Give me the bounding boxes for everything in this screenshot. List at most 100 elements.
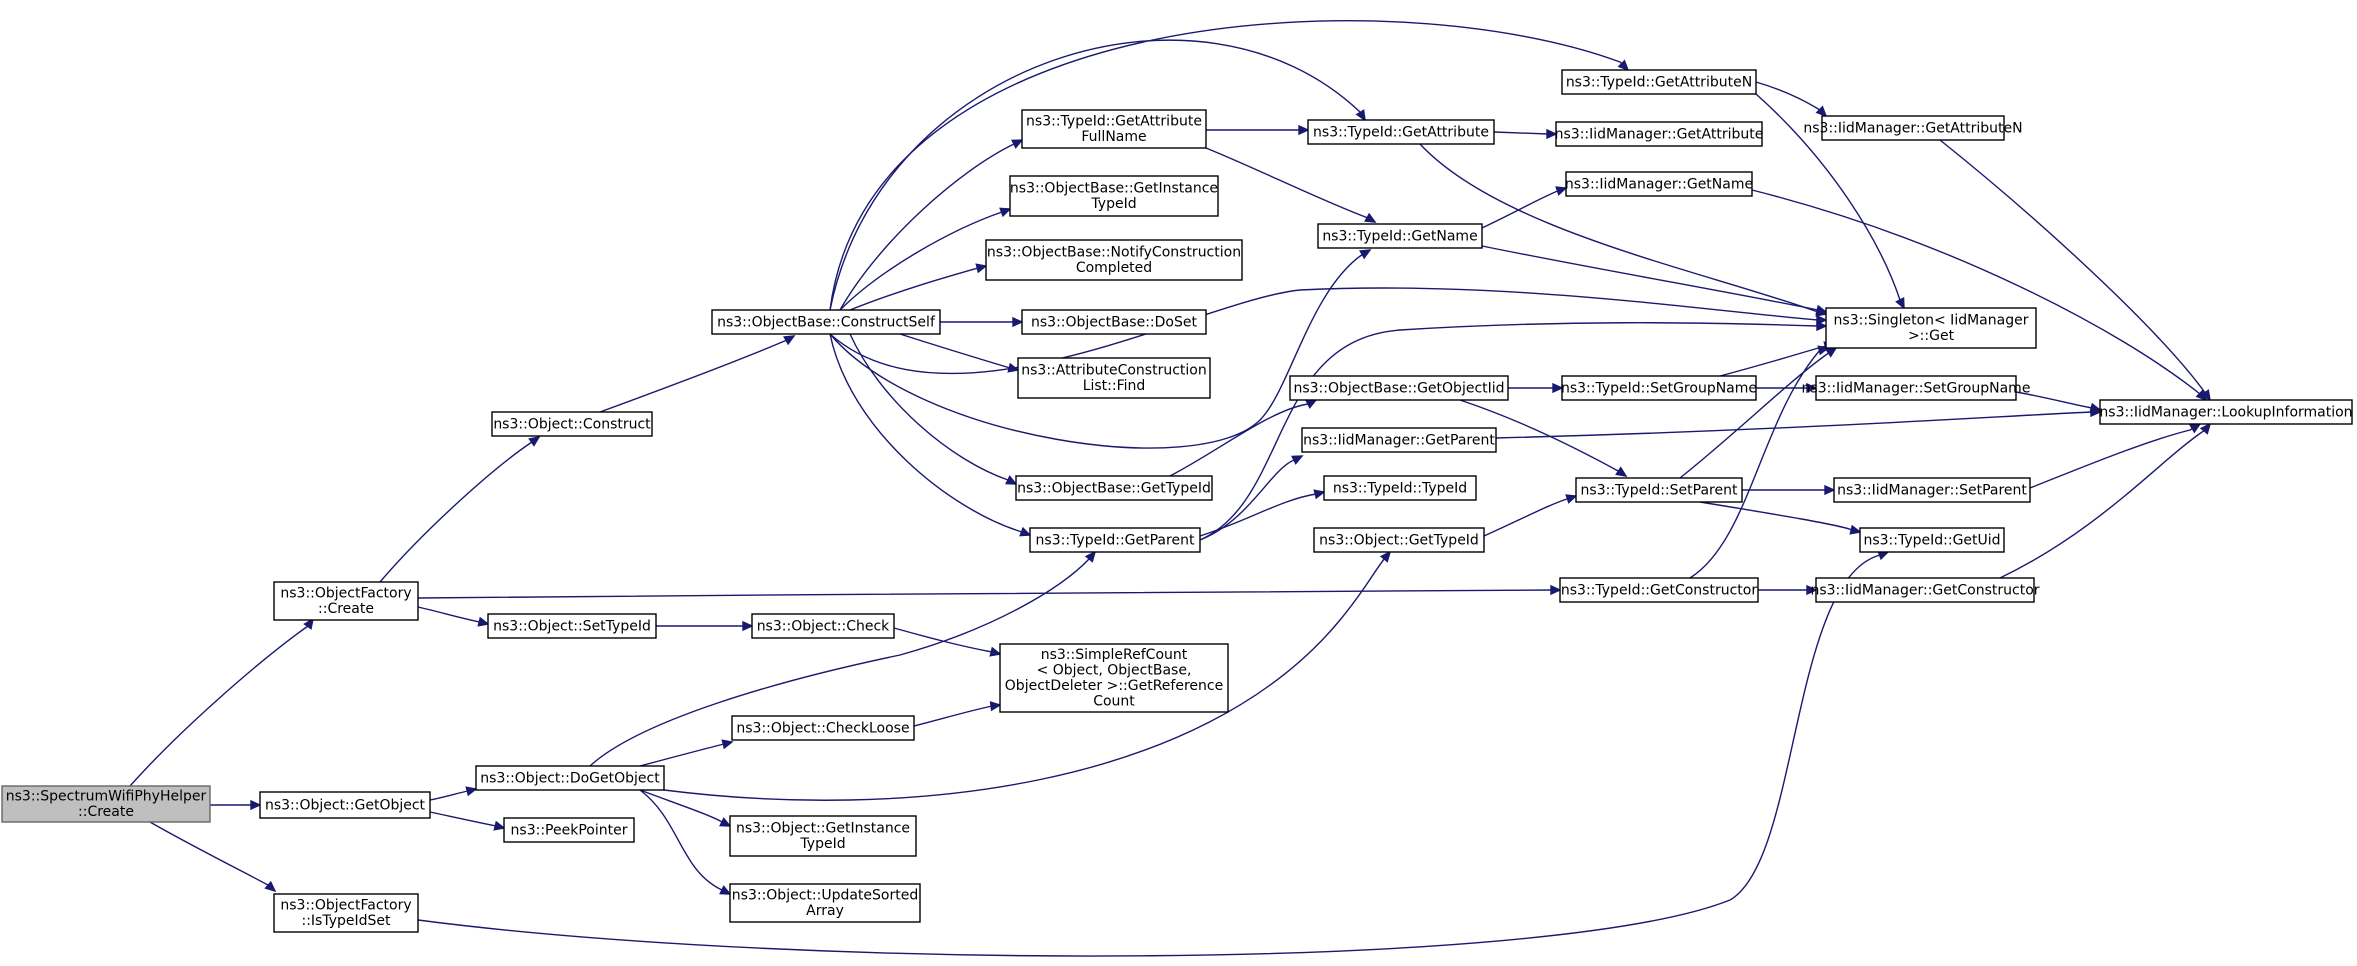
node-ob-constructself[interactable]: ns3::ObjectBase::ConstructSelf — [711, 309, 941, 335]
node-obj-getobject[interactable]: ns3::Object::GetObject — [259, 791, 431, 819]
node-label: Array — [806, 903, 844, 919]
node-iid-getparent[interactable]: ns3::IidManager::GetParent — [1301, 427, 1497, 453]
node-box — [1825, 307, 2037, 349]
node-label: ns3::Object::GetTypeId — [1319, 532, 1479, 548]
node-tid-typeid[interactable]: ns3::TypeId::TypeId — [1323, 475, 1477, 501]
edge-line — [1199, 322, 1826, 541]
arrowhead — [1379, 550, 1392, 563]
edge-line — [639, 789, 731, 827]
edge-ob-constructself-to-tid-getparent — [829, 333, 1032, 537]
node-of-create[interactable]: ns3::ObjectFactory::Create — [273, 581, 419, 621]
node-tid-getname[interactable]: ns3::TypeId::GetName — [1317, 223, 1483, 249]
node-tid-getconstructor[interactable]: ns3::TypeId::GetConstructor — [1559, 577, 1759, 603]
node-root[interactable]: ns3::SpectrumWifiPhyHelper::Create — [1, 785, 211, 823]
arrowhead — [1815, 105, 1828, 118]
node-obj-checkloose[interactable]: ns3::Object::CheckLoose — [731, 715, 915, 741]
edge-obj-dogetobject-to-obj-checkloose — [639, 739, 734, 767]
node-label: TypeId — [1090, 196, 1136, 212]
arrowhead — [1011, 139, 1024, 149]
edge-line — [1483, 495, 1577, 537]
arrowhead — [1825, 347, 1838, 358]
node-box — [1561, 69, 1757, 95]
edge-of-istypeidset-to-tid-getuid — [417, 550, 1890, 957]
node-label: TypeId — [799, 836, 845, 852]
node-box — [503, 817, 635, 843]
node-ob-getobjectiid[interactable]: ns3::ObjectBase::GetObjectIid — [1289, 375, 1509, 401]
node-box — [1815, 375, 2017, 401]
node-box — [475, 765, 665, 791]
node-label: ns3::ObjectFactory — [280, 586, 411, 602]
node-iid-lookupinfo[interactable]: ns3::IidManager::LookupInformation — [2099, 399, 2353, 425]
node-iid-getname[interactable]: ns3::IidManager::GetName — [1565, 171, 1753, 197]
node-label: FullName — [1081, 129, 1146, 145]
edge-ob-constructself-to-acl-find — [899, 333, 1020, 373]
edge-line — [149, 821, 276, 892]
node-tid-getparent[interactable]: ns3::TypeId::GetParent — [1029, 527, 1201, 553]
node-box — [2099, 399, 2353, 425]
node-obj-dogetobject[interactable]: ns3::Object::DoGetObject — [475, 765, 665, 791]
edge-ob-constructself-to-tid-getattrfullname — [839, 139, 1024, 311]
node-obj-gettypeid[interactable]: ns3::Object::GetTypeId — [1313, 527, 1485, 553]
node-tid-getattribute[interactable]: ns3::TypeId::GetAttribute — [1307, 119, 1495, 145]
edge-obj-getobject-to-obj-dogetobject — [429, 786, 478, 801]
node-ob-doset[interactable]: ns3::ObjectBase::DoSet — [1021, 309, 1207, 335]
node-label: ns3::AttributeConstruction — [1021, 363, 1206, 379]
node-iid-setparent[interactable]: ns3::IidManager::SetParent — [1833, 477, 2031, 503]
arrowhead — [719, 817, 732, 827]
node-ob-notifyconstruction[interactable]: ns3::ObjectBase::NotifyConstructionCompl… — [985, 239, 1243, 281]
edge-line — [639, 741, 733, 767]
node-obj-construct[interactable]: ns3::Object::Construct — [491, 411, 653, 437]
edge-obj-checkloose-to-srefcount — [913, 701, 1002, 727]
node-srefcount[interactable]: ns3::SimpleRefCount< Object, ObjectBase,… — [999, 643, 1229, 713]
node-label: ns3::TypeId::GetAttributeN — [1566, 74, 1752, 90]
edge-obj-construct-to-ob-constructself — [599, 335, 796, 413]
node-iid-getconstructor[interactable]: ns3::IidManager::GetConstructor — [1810, 577, 2040, 603]
edge-obj-dogetobject-to-tid-getparent — [589, 550, 1097, 767]
arrowhead — [719, 885, 732, 895]
edge-line — [429, 811, 505, 829]
node-label: ns3::SpectrumWifiPhyHelper — [6, 789, 207, 805]
node-peekpointer[interactable]: ns3::PeekPointer — [503, 817, 635, 843]
edge-obj-check-to-srefcount — [893, 627, 1002, 657]
node-box — [1821, 115, 2005, 141]
node-iid-setgroupname[interactable]: ns3::IidManager::SetGroupName — [1802, 375, 2031, 401]
edge-line — [1169, 399, 1317, 477]
edge-tid-setparent-to-tid-getuid — [1699, 501, 1862, 535]
node-iid-getattribute[interactable]: ns3::IidManager::GetAttribute — [1555, 121, 1764, 147]
node-iid-getattributen[interactable]: ns3::IidManager::GetAttributeN — [1803, 115, 2023, 141]
node-box — [1, 785, 211, 823]
edge-root-to-obj-getobject — [210, 799, 262, 811]
edge-tid-getattributen-to-singleton-get — [1755, 93, 1905, 310]
node-of-istypeidset[interactable]: ns3::ObjectFactory::IsTypeIdSet — [273, 893, 419, 933]
node-singleton-get[interactable]: ns3::Singleton< IidManager>::Get — [1825, 307, 2037, 349]
edge-ob-constructself-to-tid-getname — [829, 249, 1372, 449]
node-label: ns3::Object::DoGetObject — [480, 770, 660, 786]
node-tid-getattributen[interactable]: ns3::TypeId::GetAttributeN — [1561, 69, 1757, 95]
arrowhead — [989, 701, 1002, 712]
edge-tid-getattrfullname-to-tid-getattribute — [1206, 124, 1310, 136]
node-label: ns3::TypeId::GetAttribute — [1313, 124, 1489, 140]
node-tid-setparent[interactable]: ns3::TypeId::SetParent — [1575, 477, 1743, 503]
node-box — [751, 613, 895, 639]
node-tid-getuid[interactable]: ns3::TypeId::GetUid — [1859, 527, 2005, 553]
node-tid-setgroupname[interactable]: ns3::TypeId::SetGroupName — [1561, 375, 1757, 401]
node-label: ns3::TypeId::SetParent — [1581, 482, 1738, 498]
edge-line — [839, 139, 1023, 311]
arrowhead — [1005, 475, 1018, 485]
node-box — [1015, 475, 1213, 501]
arrowhead — [477, 616, 490, 627]
call-graph-nodes: ns3::SpectrumWifiPhyHelper::Createns3::O… — [1, 69, 2353, 933]
edge-tid-getattrfullname-to-tid-getname — [1205, 147, 1377, 223]
call-graph-edges — [129, 20, 2212, 957]
edge-ob-constructself-to-singleton-get — [829, 287, 1828, 374]
node-obj-settypeid[interactable]: ns3::Object::SetTypeId — [487, 613, 657, 639]
edge-line — [1481, 187, 1567, 229]
node-obj-check[interactable]: ns3::Object::Check — [751, 613, 895, 639]
node-ob-gettypeid[interactable]: ns3::ObjectBase::GetTypeId — [1015, 475, 1213, 501]
